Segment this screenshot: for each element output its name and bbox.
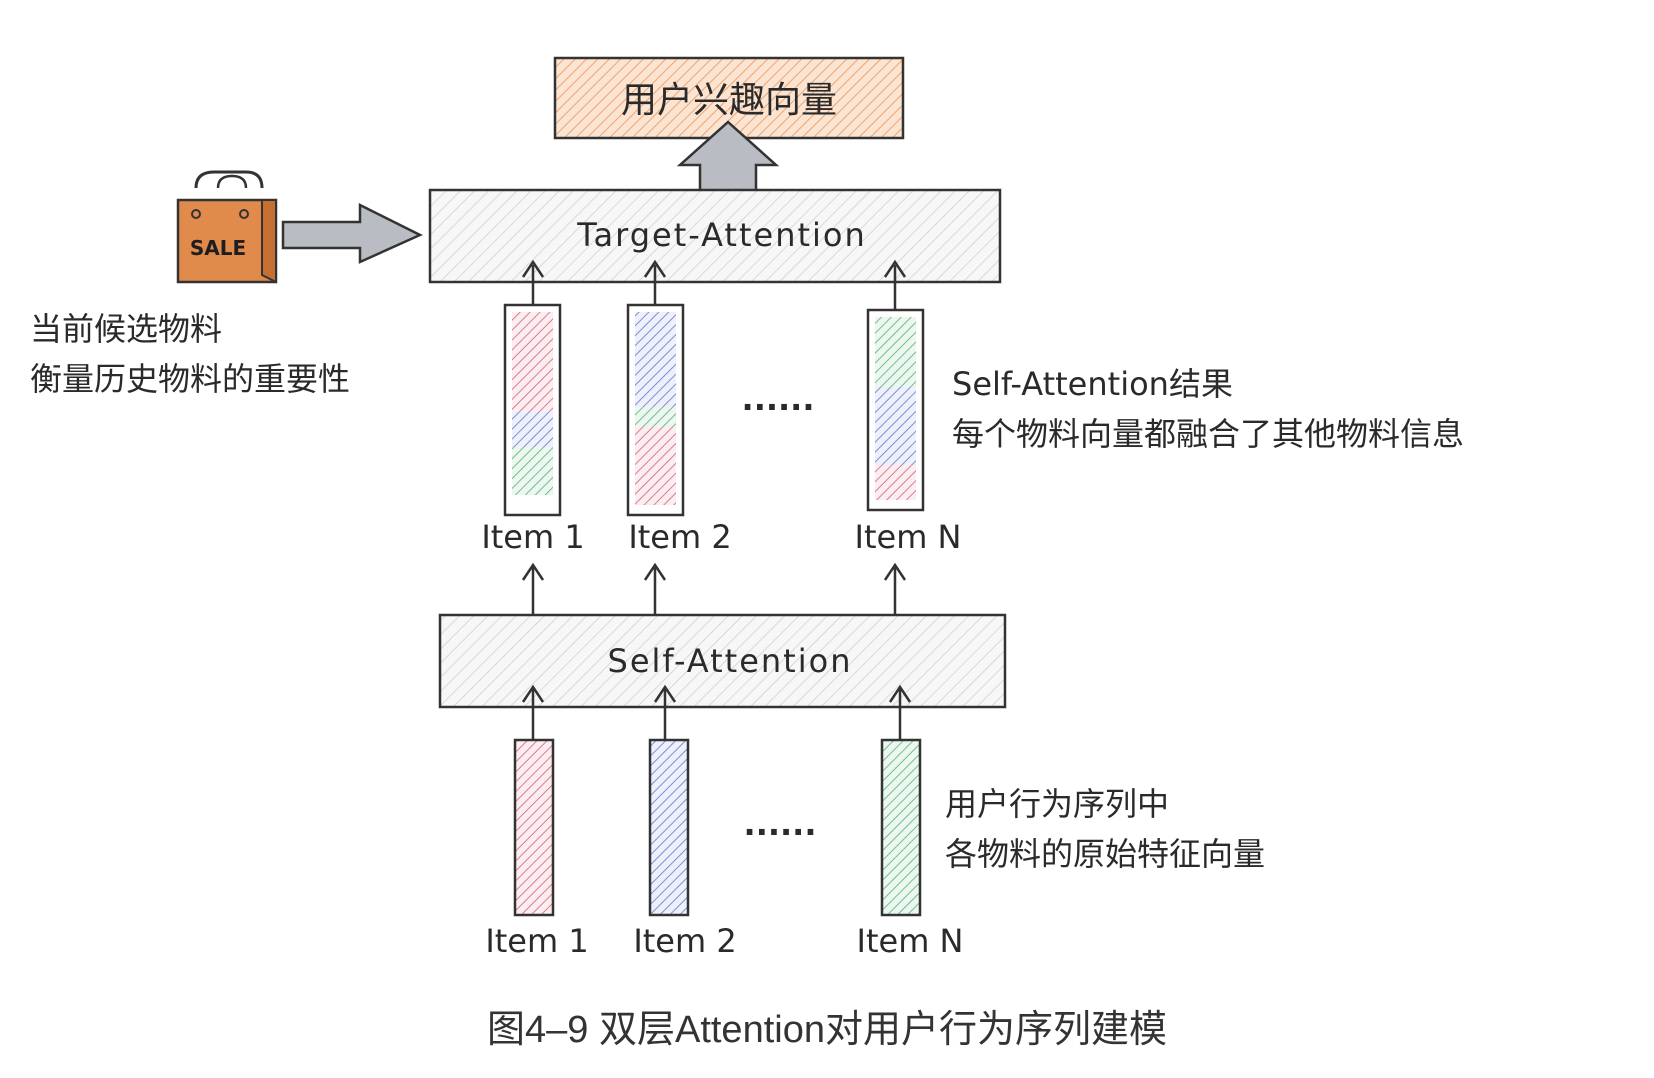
target-attention-label: Target-Attention	[576, 216, 867, 254]
self-attention-label: Self-Attention	[608, 642, 853, 680]
upper-item-label-2: Item 2	[628, 518, 731, 556]
lower-item-bar-1	[513, 738, 555, 917]
lower-item-bar-n	[880, 738, 922, 917]
target-attention-box: Target-Attention	[428, 188, 1002, 284]
upper-item-bar-1	[503, 303, 562, 517]
raw-feature-note-line2: 各物料的原始特征向量	[945, 835, 1265, 873]
upper-to-target-arrows	[521, 259, 907, 310]
upper-item-bar-2	[626, 303, 685, 517]
upper-ellipsis: ......	[742, 380, 815, 418]
lower-to-self-arrows	[521, 684, 912, 740]
self-attention-result-note-line1: Self-Attention结果	[952, 365, 1233, 403]
lower-item-label-2: Item 2	[633, 922, 736, 960]
candidate-note-line2: 衡量历史物料的重要性	[30, 360, 350, 398]
upper-item-bar-n	[866, 308, 925, 512]
self-to-upper-arrows	[521, 562, 907, 625]
upper-item-label-1: Item 1	[481, 518, 584, 556]
figure-caption: 图4–9 双层Attention对用户行为序列建模	[487, 1009, 1167, 1051]
candidate-arrow	[281, 202, 423, 264]
lower-item-label-1: Item 1	[485, 922, 588, 960]
self-attention-result-note-line2: 每个物料向量都融合了其他物料信息	[952, 415, 1464, 453]
upper-item-label-n: Item N	[855, 518, 962, 556]
raw-feature-note-line1: 用户行为序列中	[945, 785, 1169, 823]
lower-item-label-n: Item N	[857, 922, 964, 960]
bag-sale-label: SALE	[190, 236, 246, 260]
candidate-note-line1: 当前候选物料	[30, 310, 222, 348]
lower-ellipsis: ......	[744, 805, 817, 843]
shopping-bag-icon: SALE	[176, 170, 278, 284]
user-interest-vector-label: 用户兴趣向量	[621, 80, 837, 121]
self-attention-box: Self-Attention	[438, 613, 1007, 709]
lower-item-bar-2	[648, 738, 690, 917]
